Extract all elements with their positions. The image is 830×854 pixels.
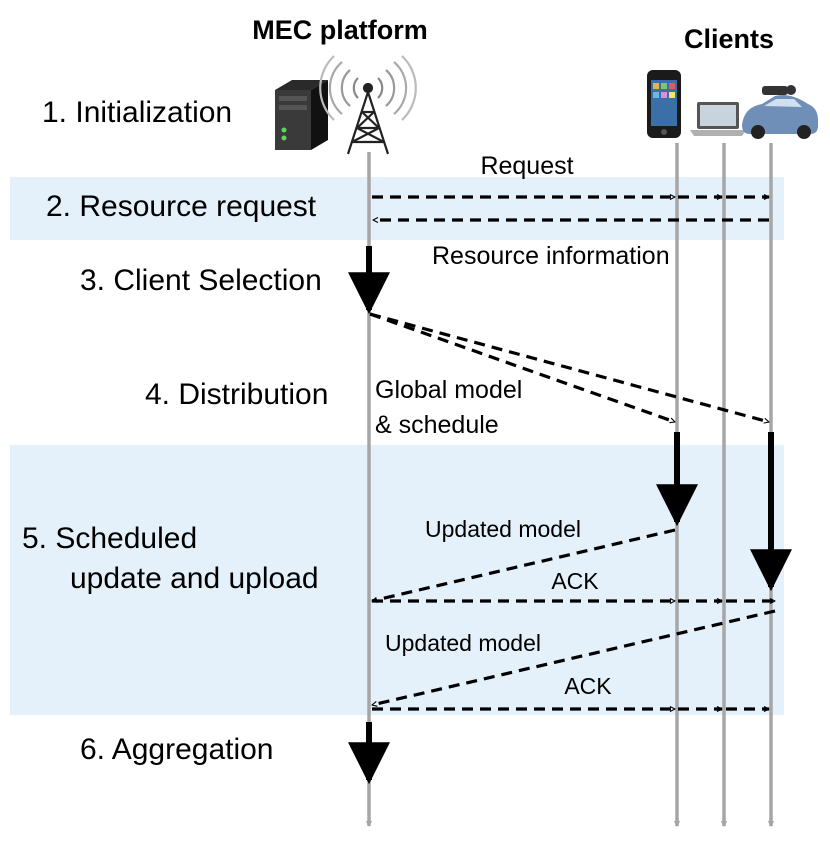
resource-information-label: Resource information xyxy=(432,242,670,270)
step-3-label: 3. Client Selection xyxy=(80,264,322,297)
antenna-tower-icon xyxy=(319,55,417,155)
updated-model-label-1: Updated model xyxy=(425,516,581,542)
laptop-icon xyxy=(690,102,746,136)
step-2-label: 2. Resource request xyxy=(46,190,317,223)
step-6-label: 6. Aggregation xyxy=(80,733,274,766)
ack-label-1: ACK xyxy=(551,568,599,594)
clients-title: Clients xyxy=(684,24,774,54)
request-label: Request xyxy=(480,152,573,180)
step-5-label-line2: update and upload xyxy=(70,562,319,595)
updated-model-arrow-1 xyxy=(372,528,676,601)
band-scheduled-update xyxy=(10,445,784,715)
car-icon xyxy=(742,85,818,139)
step-4-label: 4. Distribution xyxy=(145,378,328,411)
schedule-label: & schedule xyxy=(375,411,499,439)
server-icon xyxy=(275,80,328,150)
global-model-label: Global model xyxy=(375,376,522,404)
band-resource-request xyxy=(10,177,784,240)
updated-model-arrow-2 xyxy=(372,609,776,705)
step-5-label-line1: 5. Scheduled xyxy=(22,522,197,555)
smartphone-icon xyxy=(647,70,681,138)
mec-platform-title: MEC platform xyxy=(252,15,428,45)
distribution-arrows xyxy=(369,312,769,422)
ack-label-2: ACK xyxy=(564,673,612,699)
step-1-label: 1. Initialization xyxy=(42,96,232,129)
updated-model-label-2: Updated model xyxy=(385,630,541,656)
